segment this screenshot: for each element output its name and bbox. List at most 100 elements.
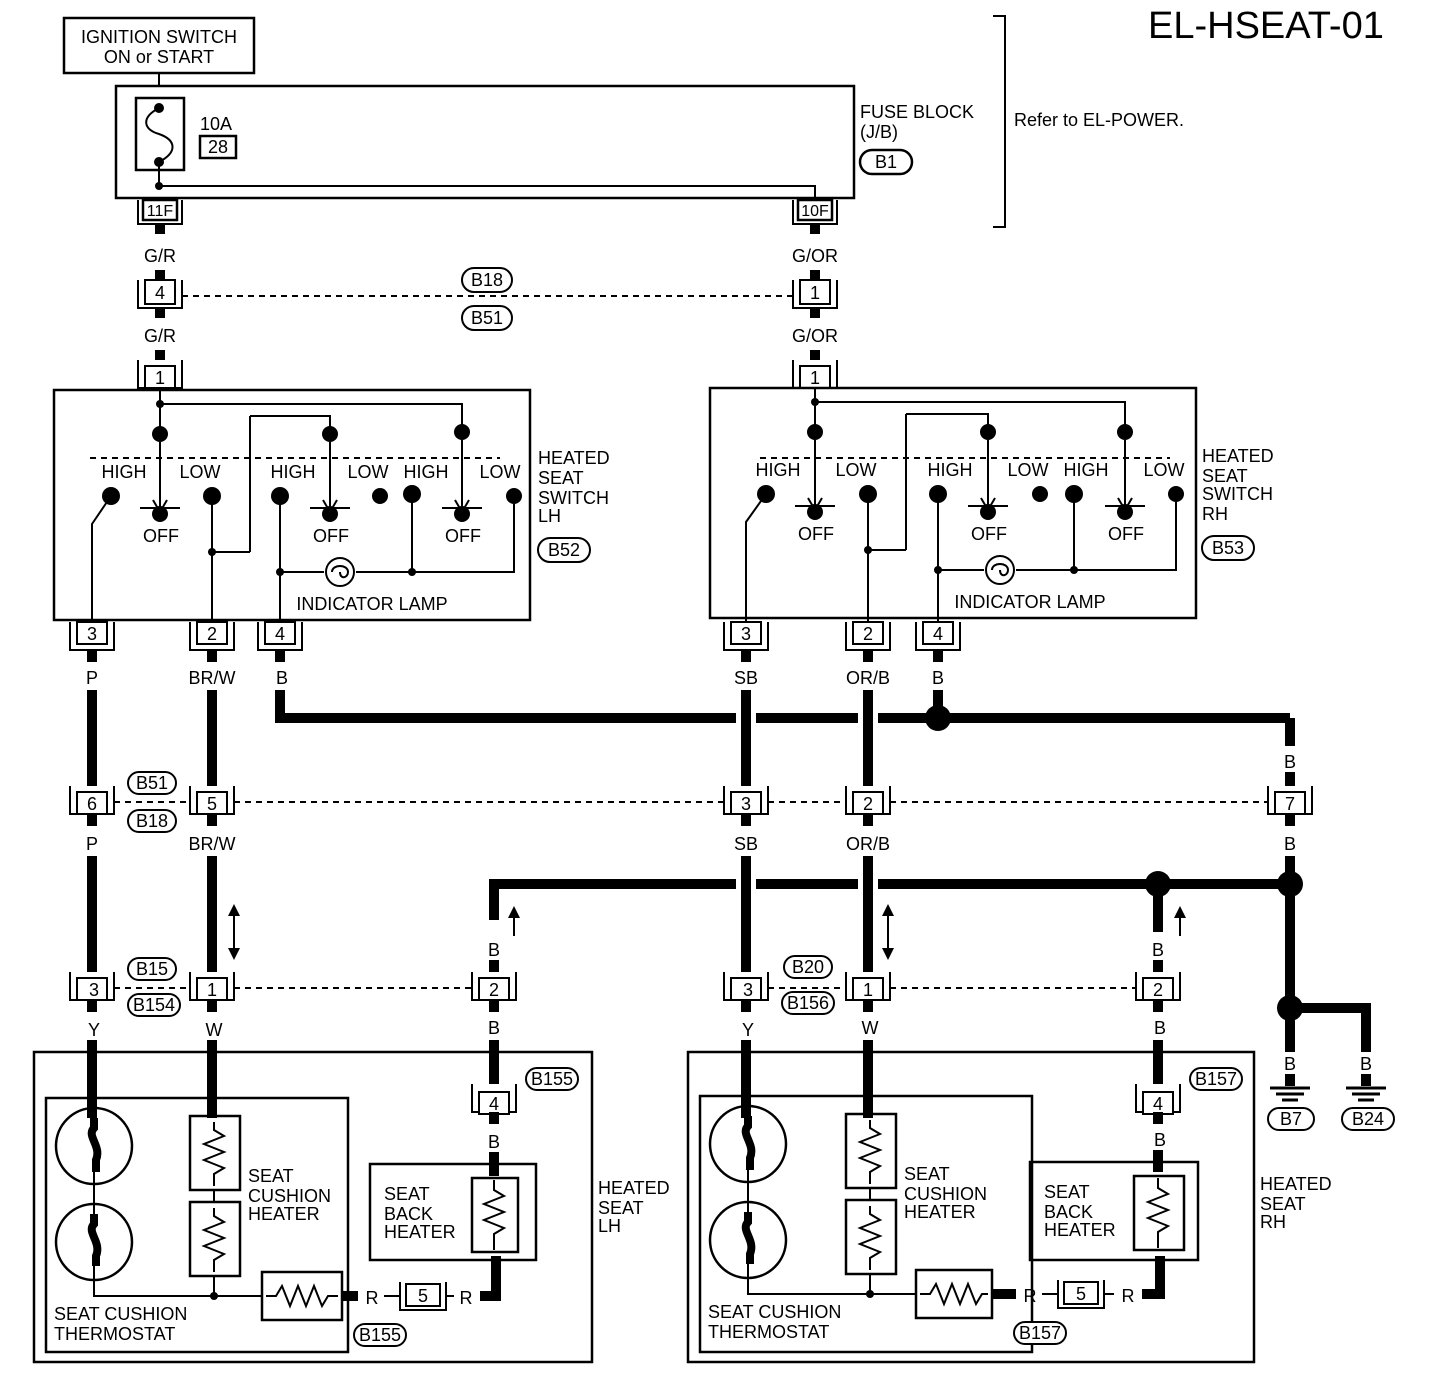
wire-label: P (86, 834, 98, 854)
svg-text:HEATER: HEATER (1044, 1220, 1116, 1240)
wire-label: G/R (144, 326, 176, 346)
svg-text:1: 1 (863, 980, 873, 1000)
fuse-icon (145, 107, 174, 163)
svg-text:2: 2 (863, 624, 873, 644)
connector-pin: 1 (189, 972, 235, 1001)
connector-pin: 1 (845, 972, 891, 1001)
heated-seat-switch-lh: 1 HIGH LOW HIGH LOW HIGH LOW OFF (52, 360, 610, 622)
svg-text:RH: RH (1202, 504, 1228, 524)
svg-text:HEATED: HEATED (598, 1178, 670, 1198)
svg-text:INDICATOR LAMP: INDICATOR LAMP (954, 592, 1105, 612)
arrow-up-icon (1174, 906, 1186, 936)
connector-b7: B7 (1280, 1109, 1302, 1129)
connector-b155: B155 (531, 1069, 573, 1089)
ground-icon (1270, 1074, 1310, 1102)
svg-text:4: 4 (1153, 1094, 1163, 1114)
svg-text:R: R (460, 1288, 473, 1308)
wire-label: W (862, 1018, 879, 1038)
ground-icon (1346, 1074, 1386, 1102)
svg-text:CUSHION: CUSHION (904, 1184, 987, 1204)
svg-text:LOW: LOW (835, 460, 876, 480)
connector-pin: 2 (189, 621, 235, 651)
svg-text:10F: 10F (801, 203, 829, 220)
arrow-up-icon (508, 906, 520, 936)
connector-pin: 2 (845, 621, 891, 651)
svg-text:LH: LH (598, 1216, 621, 1236)
connector-b157: B157 (1195, 1069, 1237, 1089)
svg-text:SEAT CUSHION: SEAT CUSHION (708, 1302, 841, 1322)
connector-b15: B15 (136, 959, 168, 979)
svg-text:SEAT: SEAT (538, 468, 584, 488)
connector-b18: B18 (471, 270, 503, 290)
connector-pin: 1 (792, 279, 838, 309)
svg-text:LOW: LOW (1143, 460, 1184, 480)
svg-text:HIGH: HIGH (102, 462, 147, 482)
connector-b53: B53 (1212, 538, 1244, 558)
svg-text:HIGH: HIGH (928, 460, 973, 480)
bidirectional-arrow-icon (228, 904, 240, 960)
fuse-block-bracket (993, 15, 1006, 228)
svg-text:R: R (1122, 1286, 1135, 1306)
svg-text:LOW: LOW (179, 462, 220, 482)
wire-label: B (1284, 1054, 1296, 1074)
svg-text:THERMOSTAT: THERMOSTAT (54, 1324, 175, 1344)
svg-text:HEATER: HEATER (248, 1204, 320, 1224)
svg-text:BACK: BACK (1044, 1202, 1093, 1222)
connector-pin: 3 (69, 621, 115, 651)
svg-text:HEATED: HEATED (1260, 1174, 1332, 1194)
connector-pin: 6 (69, 786, 115, 815)
connector-pin: 2 (845, 786, 891, 815)
connector-b51: B51 (471, 308, 503, 328)
connector-pin: 3 (69, 972, 115, 1001)
connector-pin: 3 (723, 786, 769, 815)
svg-text:HEATED: HEATED (538, 448, 610, 468)
svg-text:CUSHION: CUSHION (248, 1186, 331, 1206)
svg-text:2: 2 (863, 794, 873, 814)
fuse-rating: 10A (200, 114, 232, 134)
connector-b156: B156 (787, 993, 829, 1013)
wire-label: B (1154, 1018, 1166, 1038)
svg-text:5: 5 (1076, 1284, 1086, 1304)
wire-label: Y (742, 1020, 754, 1040)
svg-text:OFF: OFF (798, 524, 834, 544)
svg-text:4: 4 (275, 624, 285, 644)
svg-text:4: 4 (933, 624, 943, 644)
wire-label: G/OR (792, 326, 838, 346)
svg-text:HIGH: HIGH (756, 460, 801, 480)
svg-text:SEAT: SEAT (1260, 1194, 1306, 1214)
wire-label: B (488, 1018, 500, 1038)
wire-label: BR/W (189, 834, 236, 854)
ignition-label-1: IGNITION SWITCH (81, 27, 237, 47)
svg-text:BACK: BACK (384, 1204, 433, 1224)
svg-text:2: 2 (1153, 980, 1163, 1000)
ignition-label-2: ON or START (104, 47, 214, 67)
connector-pin: 4 (915, 621, 961, 651)
wire-label: SB (734, 834, 758, 854)
wire-label: Y (88, 1020, 100, 1040)
wire-label: B (488, 940, 500, 960)
connector-pin: 4 (137, 279, 183, 309)
fuse-block-label-1: FUSE BLOCK (860, 102, 974, 122)
svg-text:THERMOSTAT: THERMOSTAT (708, 1322, 829, 1342)
svg-text:HIGH: HIGH (404, 462, 449, 482)
wire-label: OR/B (846, 834, 890, 854)
svg-text:1: 1 (810, 368, 820, 388)
connector-pin: 3 (723, 621, 769, 651)
svg-text:LOW: LOW (1007, 460, 1048, 480)
svg-text:HEATER: HEATER (384, 1222, 456, 1242)
connector-b24: B24 (1352, 1109, 1384, 1129)
svg-text:R: R (1024, 1286, 1037, 1306)
svg-text:3: 3 (743, 980, 753, 1000)
connector-b51: B51 (136, 773, 168, 793)
svg-text:11F: 11F (147, 203, 174, 220)
svg-text:HIGH: HIGH (1064, 460, 1109, 480)
wire-label: OR/B (846, 668, 890, 688)
connector-b154: B154 (133, 995, 175, 1015)
svg-text:SEAT: SEAT (384, 1184, 430, 1204)
heated-seat-switch-rh: 1 HIGH LOW HIGH LOW HIGH LOW OFF (708, 360, 1274, 622)
svg-text:SWITCH: SWITCH (538, 488, 609, 508)
svg-text:6: 6 (87, 794, 97, 814)
wire-label: G/R (144, 246, 176, 266)
svg-text:INDICATOR LAMP: INDICATOR LAMP (296, 594, 447, 614)
